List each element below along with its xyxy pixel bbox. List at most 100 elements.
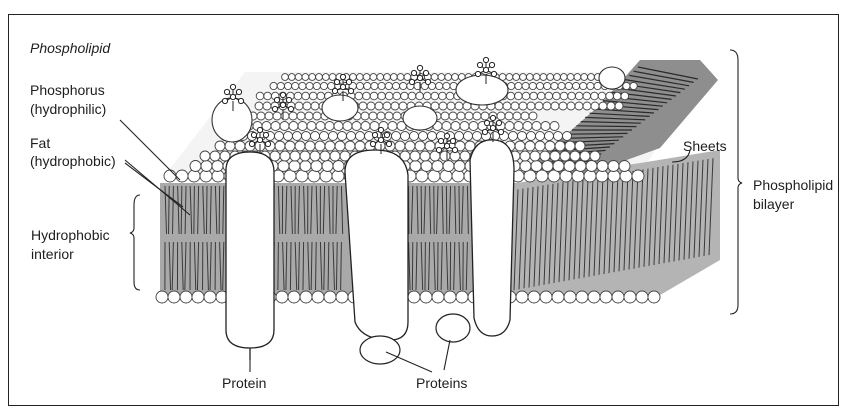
head-group xyxy=(302,92,310,100)
head-group xyxy=(515,92,523,100)
head-group xyxy=(330,151,340,161)
head-group xyxy=(591,92,599,100)
head-group xyxy=(632,170,644,182)
sugar-unit xyxy=(484,120,489,125)
sugar-unit xyxy=(384,132,389,137)
head-group xyxy=(280,122,289,131)
head-group xyxy=(378,92,386,100)
head-group xyxy=(336,291,348,303)
head-group xyxy=(278,161,289,172)
head-group xyxy=(356,132,365,141)
head-group xyxy=(530,151,540,161)
head-group xyxy=(523,122,532,131)
sugar-unit xyxy=(423,70,428,75)
head-group xyxy=(410,151,420,161)
head-group xyxy=(529,112,537,120)
head-group xyxy=(447,102,455,110)
sugar-unit xyxy=(346,79,351,84)
head-group xyxy=(204,291,216,303)
head-group xyxy=(410,161,421,172)
head-group xyxy=(293,132,302,141)
head-group xyxy=(188,170,200,182)
lipid-tail xyxy=(316,242,317,290)
head-group xyxy=(564,161,575,172)
head-group xyxy=(385,112,393,120)
head-group xyxy=(311,102,319,110)
head-group xyxy=(421,161,432,172)
label-sheets: Sheets xyxy=(683,137,727,155)
head-group xyxy=(371,82,378,89)
head-group xyxy=(518,132,527,141)
head-group xyxy=(575,102,583,110)
sugar-unit xyxy=(378,137,383,142)
sheet-line xyxy=(568,133,628,134)
head-group xyxy=(289,161,300,172)
protein-right xyxy=(470,140,514,336)
head-group xyxy=(451,122,460,131)
head-group xyxy=(432,161,443,172)
head-group xyxy=(541,122,550,131)
head-group xyxy=(648,291,660,303)
head-group xyxy=(526,74,533,81)
head-group xyxy=(289,112,297,120)
sugar-unit xyxy=(370,141,375,146)
head-group xyxy=(343,122,352,131)
sugar-unit xyxy=(340,84,345,89)
head-group xyxy=(276,291,288,303)
sugar-unit xyxy=(348,88,353,93)
lipid-tail xyxy=(194,186,195,234)
head-group xyxy=(270,82,277,89)
head-group xyxy=(383,102,391,110)
sugar-unit xyxy=(230,94,235,99)
sugar-unit xyxy=(274,97,279,102)
sugar-unit xyxy=(378,127,383,132)
head-group xyxy=(295,102,303,110)
head-group xyxy=(299,82,306,89)
head-group xyxy=(338,132,347,141)
head-group xyxy=(619,161,630,172)
head-group xyxy=(297,112,305,120)
head-group xyxy=(551,102,559,110)
sugar-unit xyxy=(236,89,241,94)
sugar-unit xyxy=(249,141,254,146)
head-group xyxy=(591,102,599,110)
head-group xyxy=(313,82,320,89)
head-group xyxy=(608,161,619,172)
head-group xyxy=(547,74,554,81)
protein-middle xyxy=(345,150,408,340)
head-group xyxy=(281,112,289,120)
head-group xyxy=(503,102,511,110)
head-group xyxy=(361,112,369,120)
label-hydrophobic: Hydrophobic xyxy=(31,226,110,244)
head-group xyxy=(615,102,623,110)
head-group xyxy=(575,92,583,100)
head-group xyxy=(401,132,410,141)
head-group xyxy=(275,132,284,141)
head-group xyxy=(280,151,290,161)
head-group xyxy=(295,74,302,81)
head-group xyxy=(558,82,565,89)
label-fat-note: (hydrophobic) xyxy=(30,152,116,170)
head-group xyxy=(215,141,225,151)
label-proteins: Proteins xyxy=(416,374,467,392)
head-group xyxy=(527,102,535,110)
head-group xyxy=(334,122,343,131)
head-group xyxy=(529,82,536,89)
head-group xyxy=(520,151,530,161)
sugar-unit xyxy=(438,138,443,143)
head-group xyxy=(320,82,327,89)
sugar-unit xyxy=(425,79,430,84)
head-group xyxy=(516,291,528,303)
head-group xyxy=(530,92,538,100)
head-group xyxy=(560,74,567,81)
head-group xyxy=(581,74,588,81)
head-group xyxy=(300,291,312,303)
head-group xyxy=(335,141,345,151)
head-group xyxy=(520,74,527,81)
head-group xyxy=(432,291,444,303)
head-group xyxy=(469,122,478,131)
sugar-unit xyxy=(332,88,337,93)
head-group xyxy=(408,92,416,100)
head-group xyxy=(439,92,447,100)
head-group xyxy=(306,82,313,89)
